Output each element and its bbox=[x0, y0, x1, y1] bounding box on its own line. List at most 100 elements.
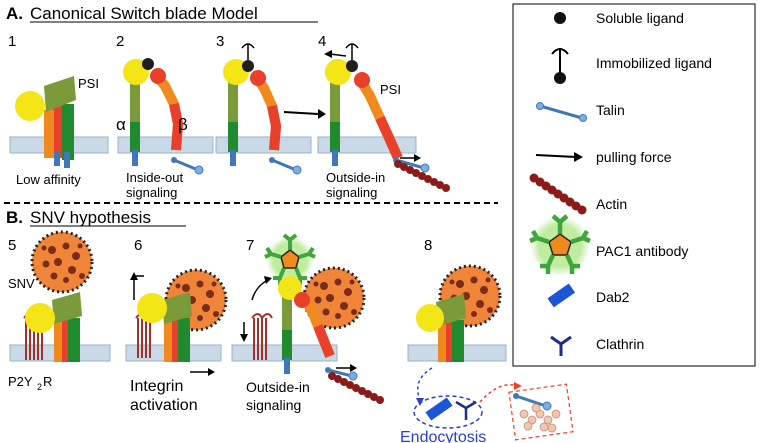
panel-6-caption-line1: Integrin bbox=[130, 378, 183, 395]
beta-head bbox=[150, 68, 166, 84]
pac1-antibody bbox=[264, 233, 316, 285]
section-a-title: Canonical Switch blade Model bbox=[30, 4, 258, 23]
panel-7-caption-line1: Outside-in bbox=[246, 379, 310, 395]
beta-lower bbox=[169, 103, 184, 151]
panel-4-caption-line1: Outside-in bbox=[326, 170, 385, 185]
panel-6-caption-line2: activation bbox=[130, 397, 198, 414]
panel-6: 6 Integrin activation bbox=[130, 237, 228, 414]
alpha-leg bbox=[62, 104, 74, 160]
talin bbox=[271, 158, 297, 172]
panel-8-number: 8 bbox=[424, 237, 432, 254]
svg-text:PAC1 antibody: PAC1 antibody bbox=[596, 243, 688, 259]
alpha-tm bbox=[132, 150, 138, 166]
soluble-ligand-icon bbox=[554, 12, 566, 24]
panel-4-caption-line2: signaling bbox=[326, 185, 377, 200]
section-b-title: SNV hypothesis bbox=[30, 208, 151, 227]
legend-item-actin: Actin bbox=[529, 173, 627, 215]
membrane-3 bbox=[215, 136, 312, 154]
panel-3-number: 3 bbox=[216, 33, 224, 50]
degraded-particles bbox=[519, 403, 561, 433]
svg-text:Immobilized ligand: Immobilized ligand bbox=[596, 55, 712, 71]
legend-item-immobilized-ligand: Immobilized ligand bbox=[551, 48, 712, 84]
transition-arrow bbox=[283, 109, 326, 119]
panel-1: 1 PSI Low affinity bbox=[8, 33, 99, 187]
integrin-bent-8 bbox=[416, 294, 466, 362]
endocytic-vesicle bbox=[413, 395, 483, 429]
panel-5: 5 SNV P2Y 2 R bbox=[8, 230, 94, 392]
legend-item-dab2: Dab2 bbox=[547, 283, 630, 308]
panel-2: 2 α β Inside-out signaling bbox=[116, 33, 204, 200]
panel-4-number: 4 bbox=[318, 33, 326, 50]
integrin-bent-6 bbox=[137, 292, 192, 362]
beta-tm bbox=[54, 152, 60, 166]
membrane-2 bbox=[117, 136, 214, 154]
integrin-extended-7 bbox=[278, 276, 384, 404]
integrin-bent-1 bbox=[15, 76, 76, 168]
snv-label: SNV bbox=[8, 276, 35, 291]
panel-2-number: 2 bbox=[116, 33, 124, 50]
section-b-header: B. SNV hypothesis bbox=[6, 208, 186, 227]
panel-8: 8 Endocytosis bbox=[400, 237, 574, 443]
soluble-ligand bbox=[142, 58, 154, 70]
section-a-letter: A. bbox=[6, 4, 23, 23]
alpha-upper-leg bbox=[130, 80, 140, 122]
svg-text:Clathrin: Clathrin bbox=[596, 336, 644, 352]
immobilized-ligand-icon bbox=[551, 48, 569, 84]
svg-text:Dab2: Dab2 bbox=[596, 289, 630, 305]
panel-2-caption-line2: signaling bbox=[126, 185, 177, 200]
degradation-box bbox=[508, 383, 574, 441]
dab2-icon bbox=[547, 283, 576, 308]
pulling-force-icon bbox=[535, 152, 583, 162]
alpha-tm bbox=[64, 152, 70, 168]
immobilized-ligand bbox=[242, 60, 254, 72]
clathrin-icon bbox=[550, 335, 572, 356]
p2y2r-receptor bbox=[25, 318, 43, 360]
svg-text:P2Y: P2Y bbox=[8, 374, 33, 389]
beta-tail bbox=[44, 110, 54, 158]
p2y2r-receptor bbox=[253, 318, 267, 360]
legend-item-pulling-force: pulling force bbox=[535, 149, 672, 165]
talin bbox=[173, 158, 199, 172]
panel-5-number: 5 bbox=[8, 237, 16, 254]
panel-7-number: 7 bbox=[246, 237, 254, 254]
svg-text:Actin: Actin bbox=[596, 196, 627, 212]
panel-4-psi-label: PSI bbox=[380, 82, 401, 97]
section-b-letter: B. bbox=[6, 208, 23, 227]
svg-text:2: 2 bbox=[37, 382, 42, 392]
pac1-antibody-icon bbox=[529, 214, 591, 276]
panel-1-number: 1 bbox=[8, 33, 16, 50]
legend-item-clathrin: Clathrin bbox=[550, 335, 644, 356]
clathrin-in-vesicle bbox=[455, 400, 477, 420]
svg-text:pulling force: pulling force bbox=[596, 149, 672, 165]
integrin-separated-4 bbox=[324, 43, 450, 192]
panel-7: 7 bbox=[240, 233, 384, 413]
alpha-head bbox=[15, 91, 45, 121]
legend: Soluble ligand Immobilized ligand Talin bbox=[512, 3, 756, 367]
snv-virus bbox=[30, 230, 94, 294]
alpha-label: α bbox=[116, 115, 126, 134]
panel-6-number: 6 bbox=[134, 237, 142, 254]
p2y2r-label: P2Y 2 R bbox=[8, 374, 52, 392]
svg-text:Talin: Talin bbox=[596, 102, 625, 118]
panel-4: 4 PSI Outside-in signaling bbox=[318, 33, 450, 200]
panel-2-caption-line1: Inside-out bbox=[126, 170, 183, 185]
integrin-bent-5 bbox=[25, 292, 82, 362]
panel-1-psi-label: PSI bbox=[78, 76, 99, 91]
talin-icon bbox=[536, 102, 587, 122]
actin-icon bbox=[529, 173, 587, 215]
alpha-lower-leg bbox=[130, 122, 140, 152]
dab2-in-vesicle bbox=[425, 397, 453, 421]
svg-text:R: R bbox=[43, 374, 52, 389]
beta-label: β bbox=[178, 115, 188, 134]
endocytosis-label: Endocytosis bbox=[400, 429, 486, 443]
psi-domain bbox=[44, 76, 76, 112]
beta-leg bbox=[52, 100, 62, 158]
integrin-extended-2 bbox=[123, 58, 204, 175]
panel-1-caption: Low affinity bbox=[16, 172, 81, 187]
svg-text:Soluble ligand: Soluble ligand bbox=[596, 10, 684, 26]
panel-3: 3 bbox=[216, 33, 302, 175]
section-a-header: A. Canonical Switch blade Model bbox=[6, 4, 318, 23]
integrin-extended-3 bbox=[223, 43, 302, 175]
panel-7-caption-line2: signaling bbox=[246, 397, 301, 413]
